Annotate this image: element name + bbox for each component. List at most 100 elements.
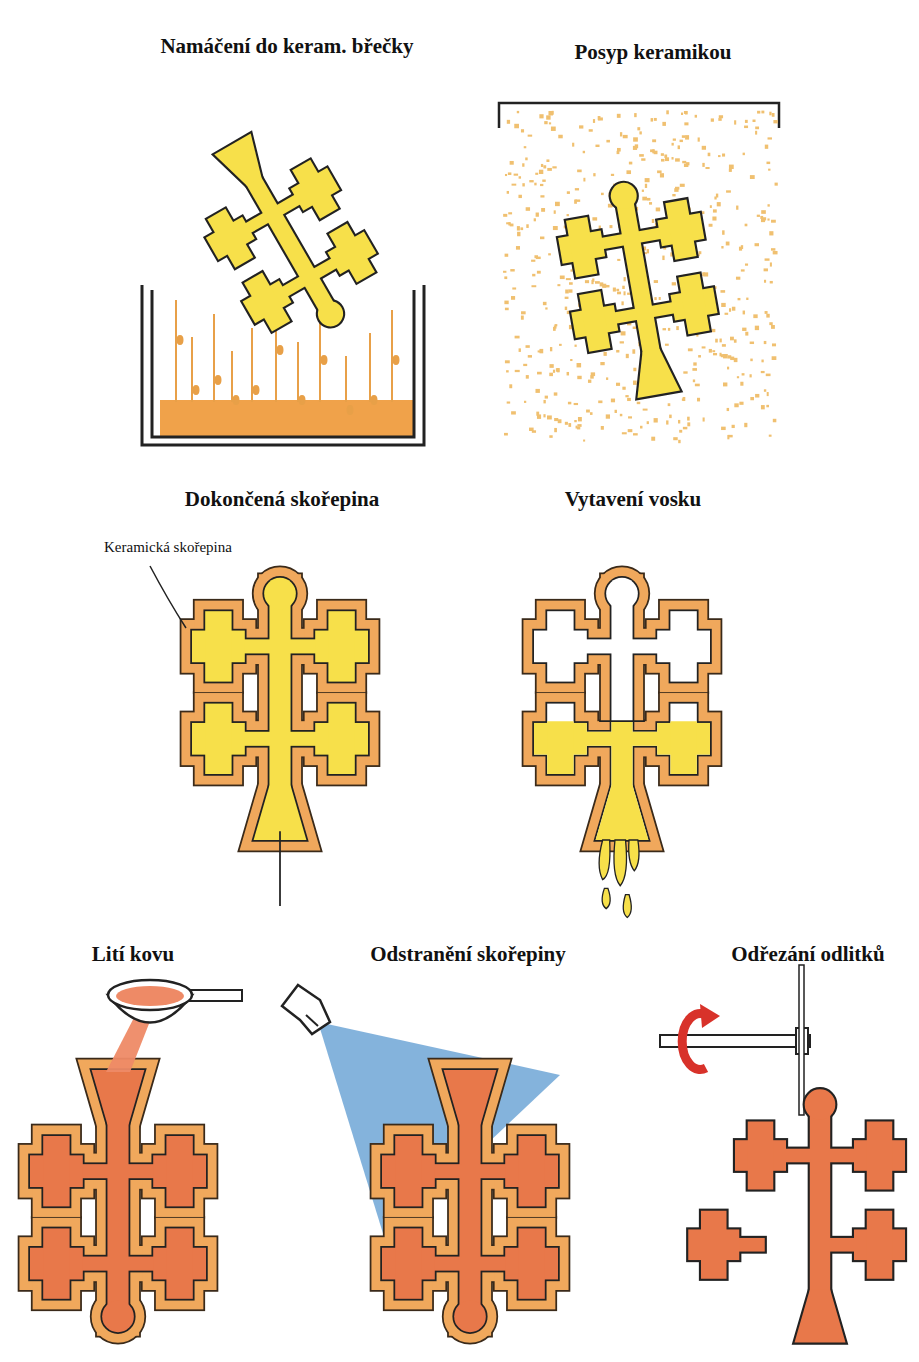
grain xyxy=(606,414,610,418)
grain xyxy=(771,325,775,329)
grain xyxy=(743,311,745,315)
grain xyxy=(709,224,713,227)
grain xyxy=(556,368,560,372)
grain xyxy=(710,205,712,208)
grain xyxy=(672,282,676,285)
grain xyxy=(545,307,547,309)
grain xyxy=(554,418,558,421)
grain xyxy=(515,370,520,372)
grain xyxy=(546,159,549,162)
grain xyxy=(555,202,560,206)
grain xyxy=(703,272,708,276)
grain xyxy=(771,220,776,223)
grain xyxy=(626,170,631,174)
grain xyxy=(579,125,583,128)
grain xyxy=(525,157,527,160)
step-title: Dokončená skořepina xyxy=(185,487,379,511)
grain xyxy=(620,341,624,343)
grain xyxy=(509,384,512,388)
grain xyxy=(680,140,683,142)
grain xyxy=(575,188,579,190)
grain xyxy=(633,137,638,141)
grain xyxy=(552,111,554,115)
grain xyxy=(617,259,620,261)
grain xyxy=(552,166,556,168)
grain xyxy=(692,368,697,371)
grain xyxy=(662,122,666,126)
grain xyxy=(505,308,509,311)
grain xyxy=(734,339,737,342)
shell-with-metal xyxy=(30,1070,206,1332)
grain xyxy=(765,311,768,314)
grain xyxy=(632,349,635,353)
grain xyxy=(522,163,524,166)
grain xyxy=(695,384,700,387)
grain xyxy=(585,280,589,283)
grain xyxy=(539,114,543,118)
grain xyxy=(725,313,729,315)
grain xyxy=(602,284,606,288)
grain xyxy=(565,307,567,310)
grain xyxy=(742,373,745,375)
grain xyxy=(761,405,765,409)
grain xyxy=(675,187,679,190)
grain xyxy=(639,131,641,134)
step-title: Odstranění skořepiny xyxy=(370,942,565,966)
grain xyxy=(682,161,686,163)
grain xyxy=(688,348,693,351)
grain xyxy=(565,297,569,299)
drop xyxy=(278,346,283,354)
grain xyxy=(695,115,697,118)
grain xyxy=(568,402,571,405)
grain xyxy=(508,222,510,225)
grain xyxy=(687,417,690,421)
grain xyxy=(565,290,569,294)
grain xyxy=(637,402,641,404)
grain xyxy=(727,435,729,439)
grain xyxy=(768,137,772,139)
grain xyxy=(578,417,582,421)
grain xyxy=(514,174,518,176)
drop xyxy=(194,386,199,394)
grain xyxy=(760,216,763,219)
drip xyxy=(369,333,371,402)
grain xyxy=(770,281,773,284)
grain xyxy=(531,285,536,287)
grain xyxy=(548,253,551,255)
grain xyxy=(750,175,755,179)
grain xyxy=(681,113,683,115)
grain xyxy=(512,287,516,289)
grain xyxy=(593,119,595,123)
grain xyxy=(729,308,731,312)
grain xyxy=(709,349,712,353)
grain xyxy=(738,298,741,300)
grain xyxy=(697,398,700,402)
grain xyxy=(642,190,644,192)
drop xyxy=(372,396,377,404)
grain xyxy=(606,140,610,143)
grain xyxy=(719,115,723,118)
grain xyxy=(764,389,766,392)
grain xyxy=(698,251,701,254)
grain xyxy=(769,322,772,325)
grain xyxy=(616,383,620,386)
grain xyxy=(764,268,768,271)
grain xyxy=(772,343,776,346)
grain xyxy=(532,430,536,433)
grain xyxy=(505,360,510,363)
step-title: Vytavení vosku xyxy=(565,487,701,511)
ceramic-grains xyxy=(503,110,778,443)
grain xyxy=(683,371,687,373)
grain xyxy=(718,118,721,121)
grain xyxy=(685,135,689,139)
grain xyxy=(543,400,545,403)
grain xyxy=(678,420,680,424)
grain xyxy=(743,153,745,156)
grain xyxy=(750,397,754,400)
grain xyxy=(583,178,585,182)
grain xyxy=(616,350,619,353)
grain xyxy=(507,191,509,194)
grain xyxy=(755,127,759,130)
grain xyxy=(637,127,640,130)
grain xyxy=(771,248,775,250)
